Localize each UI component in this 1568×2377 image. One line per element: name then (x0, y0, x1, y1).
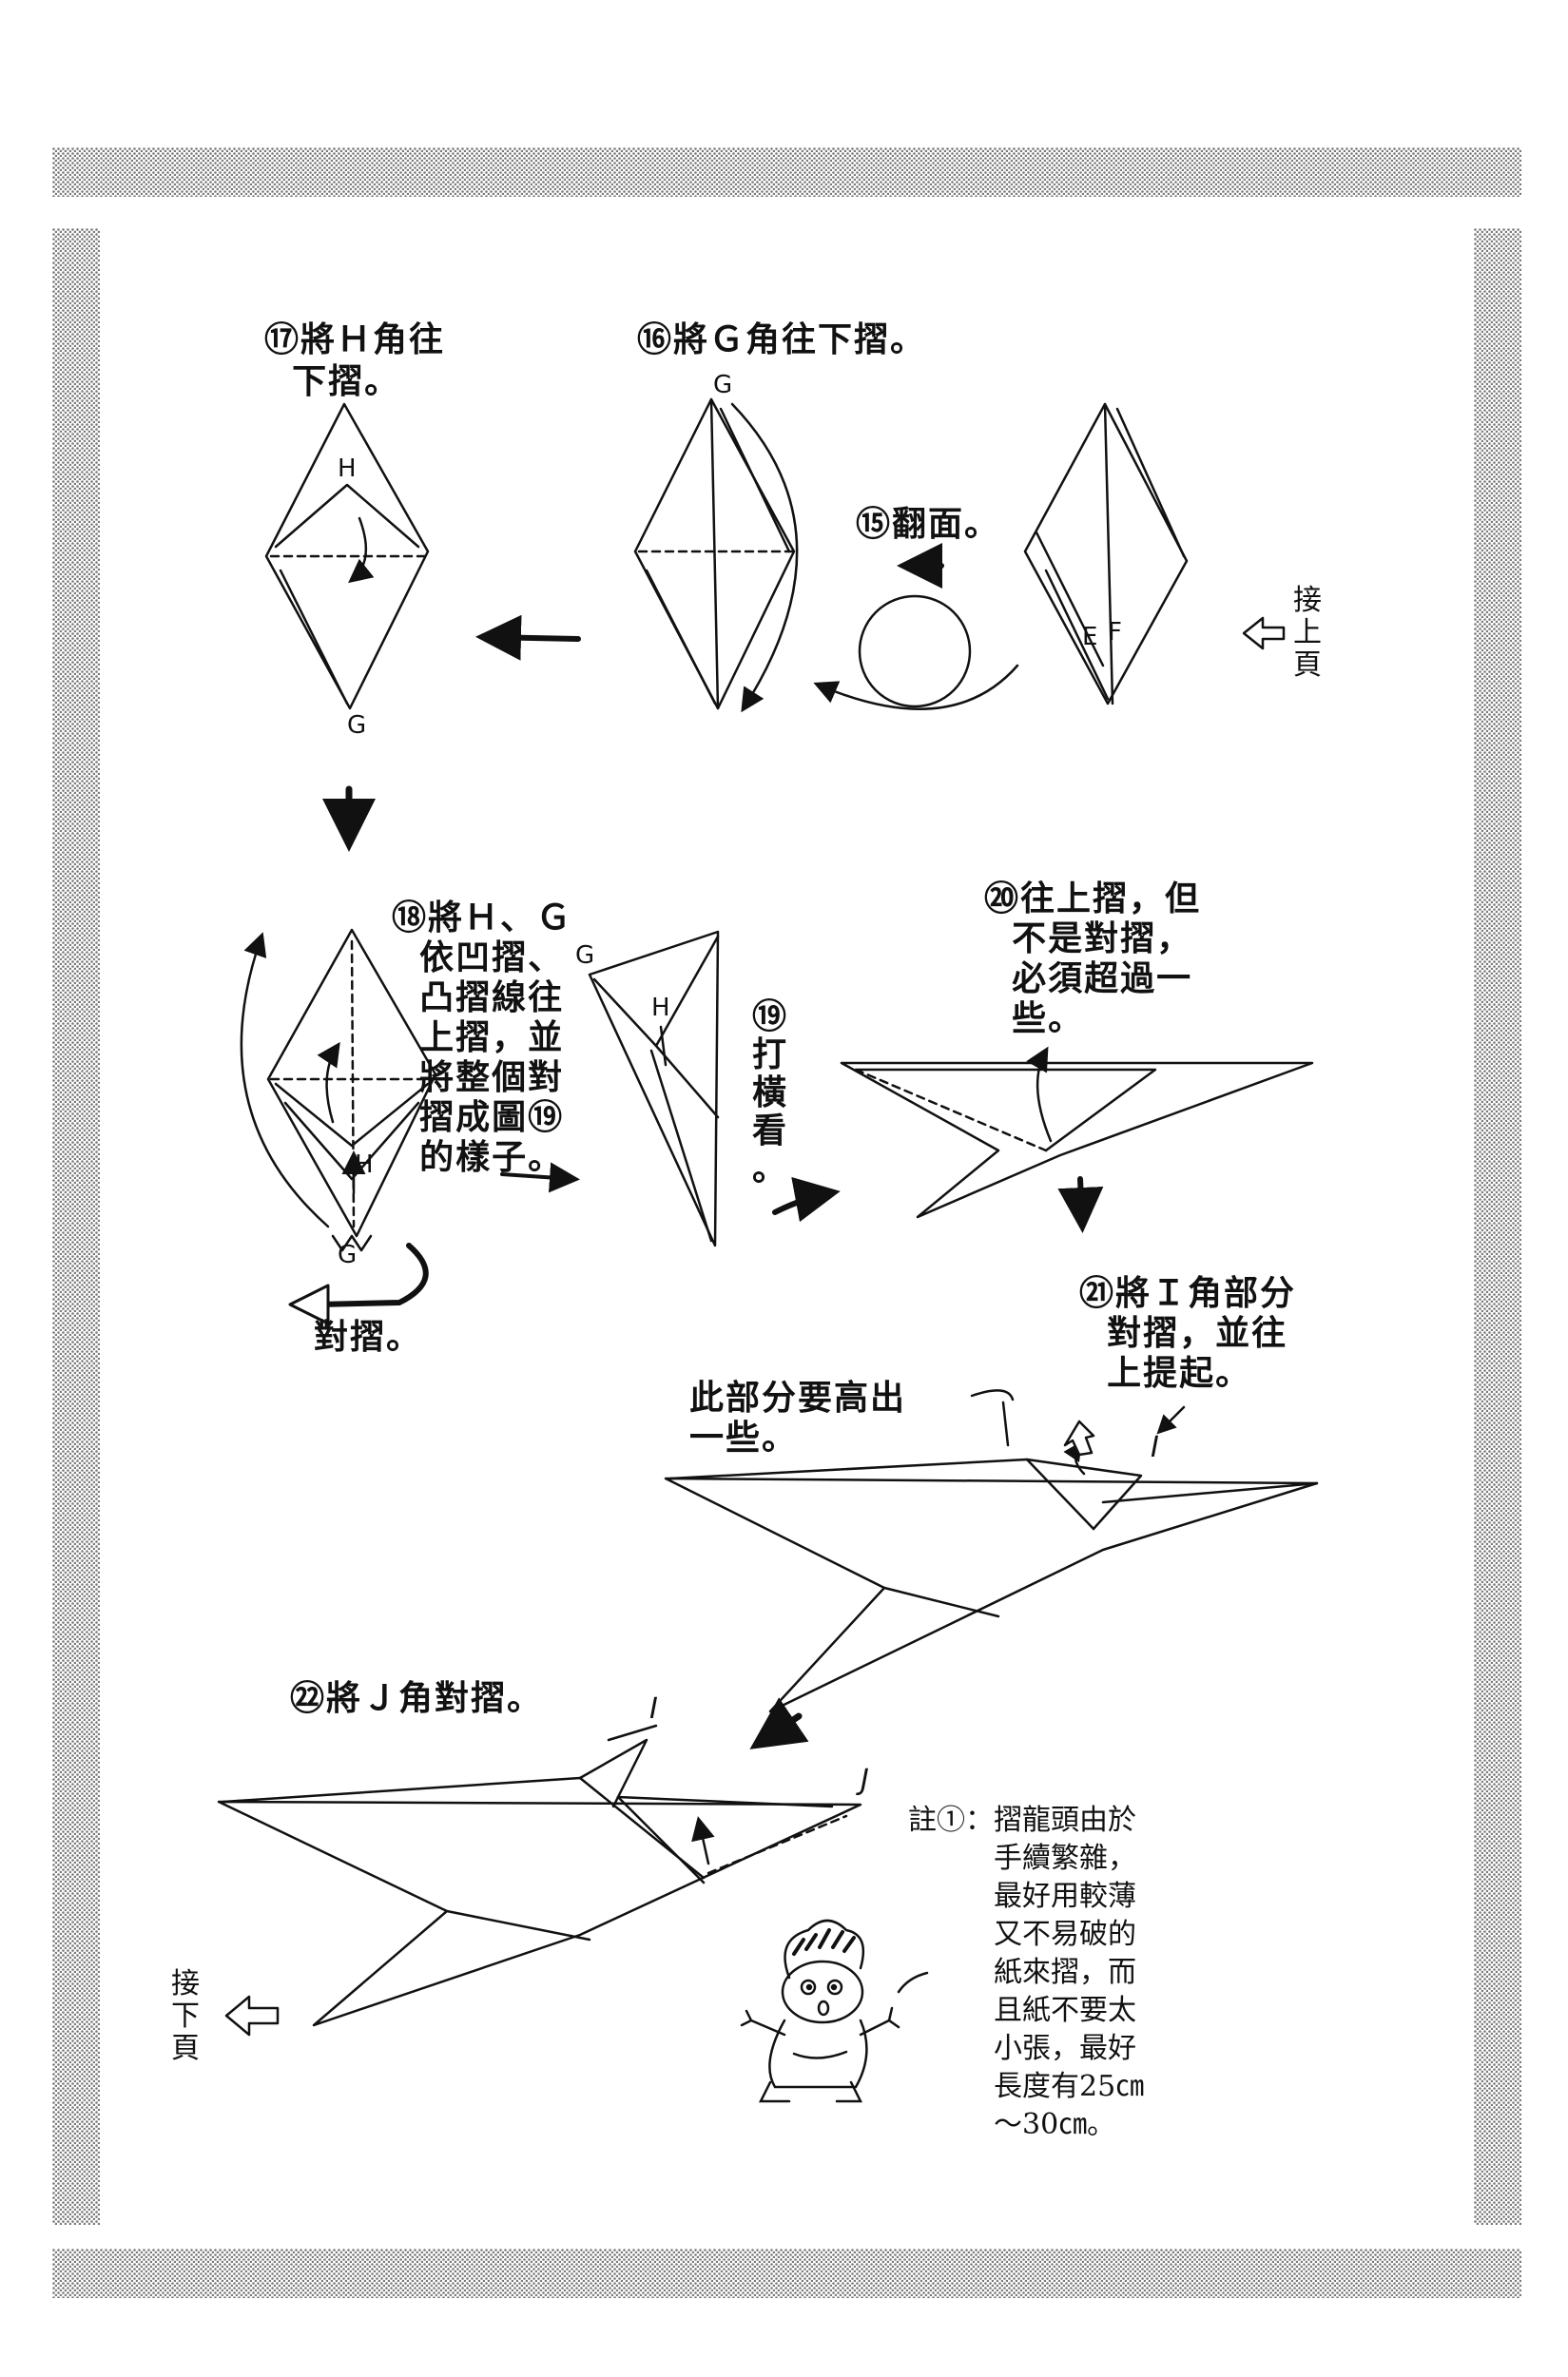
next-page-label: 接下頁 (171, 1967, 200, 2065)
step16-kite (633, 397, 799, 713)
page-frame (52, 147, 1521, 2298)
up-arrow-icon (1063, 1420, 1095, 1457)
step18-fold-caption: 對摺。 (314, 1318, 423, 1357)
step16-caption: ⑯將Ｇ角往下摺。 (637, 320, 927, 359)
prev-page-label: 接上頁 (1293, 584, 1322, 682)
arrow-18-19 (500, 1162, 580, 1193)
step20-caption: ⑳往上摺，但 不是對摺， 必須超過一 些。 (984, 879, 1202, 1038)
hollow-arrow-left-icon (224, 1995, 280, 2037)
label-G-18: G (338, 1241, 358, 1269)
fold-over-arrow (288, 1243, 429, 1325)
label-G-16: G (713, 371, 733, 399)
step15-caption: ⑮翻面。 (856, 505, 1001, 544)
step19-sideview (588, 930, 720, 1247)
step18-caption: ⑱將Ｈ、Ｇ 依凹摺、 凸摺線往 上摺，並 將整個對 摺成圖⑲ 的樣子。 (392, 899, 573, 1177)
step21-plane (664, 1389, 1319, 1713)
step21-callout: 此部分要高出 一些。 (689, 1379, 907, 1458)
step17-caption: ⑰將Ｈ角往 下摺。 (264, 320, 446, 401)
label-J-22: J (861, 1764, 869, 1797)
label-H-18: H (355, 1150, 374, 1179)
note-pointer (897, 1971, 929, 1994)
hollow-arrow-left-icon (1242, 616, 1286, 650)
label-F: F (1108, 618, 1122, 647)
label-H-17: H (338, 454, 357, 483)
label-E: E (1082, 623, 1098, 651)
cartoon-boy (740, 1919, 900, 2103)
step20-plane (840, 1046, 1314, 1233)
label-G-17: G (347, 711, 367, 740)
step15-kite (1023, 402, 1189, 705)
step19-caption: ⑲ 打 橫 看 。 (751, 997, 788, 1188)
step17-kite (264, 402, 430, 710)
arrow-21-22 (749, 1697, 809, 1749)
step22-head (217, 1724, 862, 2027)
step21-caption: ㉑將Ｉ角部分 對摺，並往 上提起。 (1079, 1274, 1297, 1393)
arrow-19-20 (772, 1176, 841, 1223)
label-G-19: G (575, 941, 595, 970)
step22-caption: ㉒將Ｊ角對摺。 (290, 1679, 544, 1718)
label-I-21: I (1151, 1431, 1159, 1464)
label-H-19: H (651, 994, 670, 1022)
arrow-16-17 (475, 614, 581, 661)
footnote-text: 摺龍頭由於 手續繁雜， 最好用較薄 又不易破的 紙來摺，而 且紙不要太 小張，最… (994, 1804, 1145, 2141)
label-I-22: I (649, 1692, 658, 1726)
step18-kite (240, 928, 437, 1252)
footnote-marker: 註①： (908, 1804, 994, 1837)
flip-circle (813, 543, 1019, 710)
